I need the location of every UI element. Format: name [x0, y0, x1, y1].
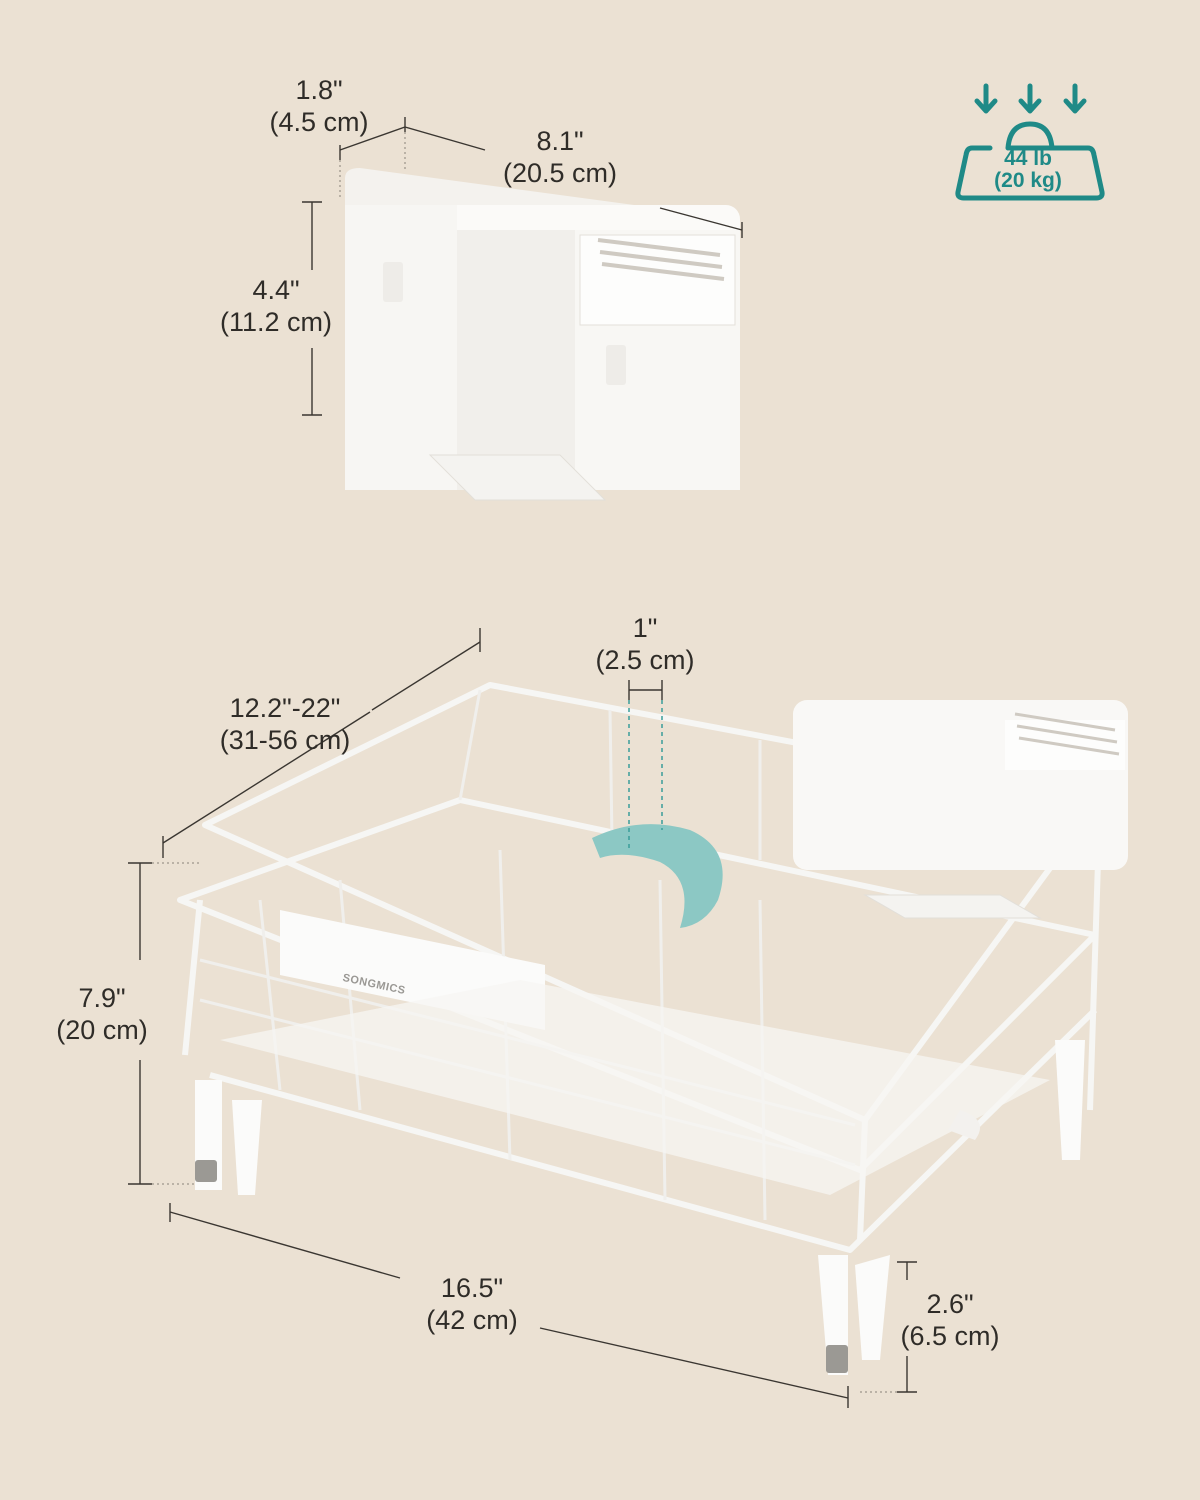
load-weight-kg: (20 kg) — [994, 169, 1062, 192]
weight-load-icon — [955, 83, 1105, 201]
utensil-holder-drawing — [345, 168, 740, 501]
holder-width-dimension: 8.1" (20.5 cm) — [490, 125, 630, 189]
holder-depth-dimension: 1.8" (4.5 cm) — [258, 74, 380, 138]
rack-height-cm: (20 cm) — [56, 1015, 148, 1045]
leg-height-in: 2.6" — [926, 1289, 974, 1319]
attached-utensil-holder — [793, 700, 1128, 919]
holder-width-in: 8.1" — [536, 126, 584, 156]
holder-depth-cm: (4.5 cm) — [269, 107, 369, 137]
rack-width-cm: (31-56 cm) — [219, 725, 351, 755]
rack-adjustable-width-dimension: 12.2"-22" (31-56 cm) — [200, 692, 370, 756]
slot-gap-in: 1" — [632, 613, 658, 643]
rack-height-in: 7.9" — [78, 983, 126, 1013]
rack-length-in: 16.5" — [440, 1273, 504, 1303]
holder-height-in: 4.4" — [252, 275, 300, 305]
leg-height-cm: (6.5 cm) — [900, 1321, 1000, 1351]
slot-gap-cm: (2.5 cm) — [595, 645, 695, 675]
holder-height-cm: (11.2 cm) — [219, 307, 333, 337]
rack-height-dimension: 7.9" (20 cm) — [42, 982, 162, 1046]
slot-gap-dimension: 1" (2.5 cm) — [582, 612, 708, 676]
load-weight-lb: 44 lb — [1004, 147, 1052, 170]
load-capacity-label: 44 lb (20 kg) — [976, 148, 1080, 192]
holder-depth-in: 1.8" — [295, 75, 343, 105]
holder-width-cm: (20.5 cm) — [502, 158, 618, 188]
rack-length-dimension: 16.5" (42 cm) — [410, 1272, 534, 1336]
rack-width-in: 12.2"-22" — [229, 693, 341, 723]
rack-length-cm: (42 cm) — [426, 1305, 518, 1335]
leg-height-dimension: 2.6" (6.5 cm) — [888, 1288, 1012, 1352]
holder-height-dimension: 4.4" (11.2 cm) — [214, 274, 338, 338]
